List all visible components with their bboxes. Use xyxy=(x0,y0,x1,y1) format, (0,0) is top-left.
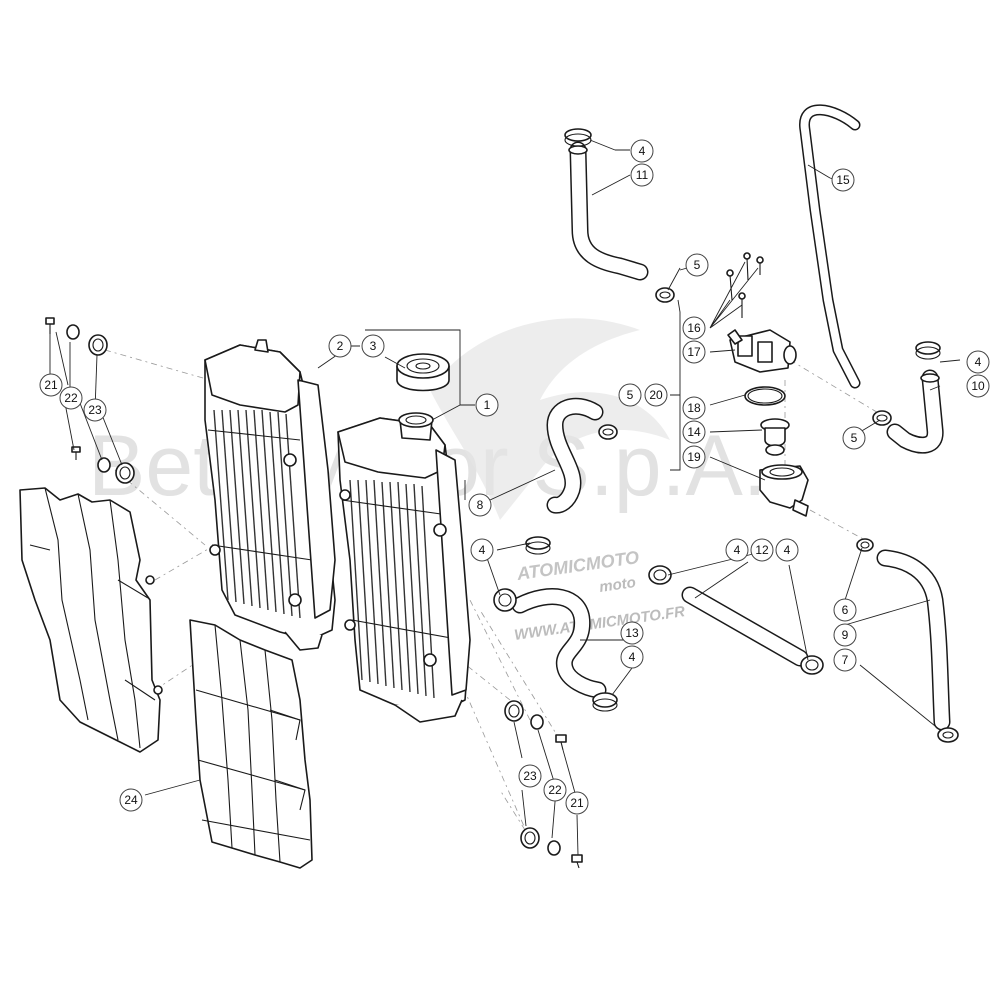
radiator-shroud-24 xyxy=(19,487,163,753)
svg-text:18: 18 xyxy=(687,401,701,415)
thermostat-14 xyxy=(760,418,790,456)
callout-9: 9 xyxy=(833,623,857,647)
svg-text:5: 5 xyxy=(851,431,858,445)
hose-8 xyxy=(546,397,604,514)
svg-text:2: 2 xyxy=(337,339,344,353)
callout-5: 5 xyxy=(685,253,709,277)
callouts: 1 2 3 4 4 4 4 4 4 5 5 5 6 7 8 9 10 11 12… xyxy=(39,139,990,815)
radiator-right-1 xyxy=(337,412,471,723)
callout-16: 16 xyxy=(682,316,706,340)
callout-21: 21 xyxy=(565,791,589,815)
svg-text:22: 22 xyxy=(548,783,562,797)
callout-14: 14 xyxy=(682,420,706,444)
svg-text:6: 6 xyxy=(842,603,849,617)
callout-20: 20 xyxy=(644,383,668,407)
callout-8: 8 xyxy=(468,493,492,517)
svg-text:5: 5 xyxy=(627,388,634,402)
fasteners-left-21-23 xyxy=(45,317,135,484)
svg-text:23: 23 xyxy=(523,769,537,783)
thermostat-housing-17 xyxy=(727,329,797,373)
svg-text:4: 4 xyxy=(734,543,741,557)
callout-7: 7 xyxy=(833,648,857,672)
callout-15: 15 xyxy=(831,168,855,192)
svg-text:17: 17 xyxy=(687,345,701,359)
small-clamps-5-6 xyxy=(598,287,892,552)
watermark-logo-subtext: moto xyxy=(598,574,637,596)
callout-18: 18 xyxy=(682,396,706,420)
callout-23: 23 xyxy=(83,398,107,422)
thermostat-cover-19 xyxy=(759,464,809,517)
callout-5: 5 xyxy=(842,426,866,450)
svg-text:24: 24 xyxy=(124,793,138,807)
breather-tube-15 xyxy=(799,104,861,389)
hose-11 xyxy=(568,141,649,281)
leader-lines xyxy=(49,139,961,856)
svg-text:1: 1 xyxy=(484,398,491,412)
callout-11: 11 xyxy=(630,163,654,187)
radiator-grille-24 xyxy=(189,619,313,869)
svg-text:21: 21 xyxy=(570,796,584,810)
callout-2: 2 xyxy=(328,334,352,358)
svg-text:12: 12 xyxy=(755,543,769,557)
callout-4: 4 xyxy=(620,645,644,669)
callout-22: 22 xyxy=(59,386,83,410)
callout-12: 12 xyxy=(750,538,774,562)
svg-text:15: 15 xyxy=(836,173,850,187)
svg-text:8: 8 xyxy=(477,498,484,512)
callout-19: 19 xyxy=(682,445,706,469)
callout-24: 24 xyxy=(119,788,143,812)
svg-text:3: 3 xyxy=(370,339,377,353)
svg-text:9: 9 xyxy=(842,628,849,642)
callout-4: 4 xyxy=(470,538,494,562)
callout-4: 4 xyxy=(966,350,990,374)
svg-text:23: 23 xyxy=(88,403,102,417)
radiator-cap-3 xyxy=(396,353,450,392)
assembly-lines xyxy=(104,349,891,841)
svg-text:5: 5 xyxy=(694,258,701,272)
callout-6: 6 xyxy=(833,598,857,622)
svg-text:4: 4 xyxy=(629,650,636,664)
svg-text:10: 10 xyxy=(971,379,985,393)
svg-text:21: 21 xyxy=(44,378,58,392)
callout-4: 4 xyxy=(630,139,654,163)
hose-12 xyxy=(681,586,809,667)
callout-3: 3 xyxy=(361,334,385,358)
hose-9 xyxy=(876,549,951,731)
svg-text:4: 4 xyxy=(639,144,646,158)
callout-1: 1 xyxy=(475,393,499,417)
svg-text:22: 22 xyxy=(64,391,78,405)
svg-text:19: 19 xyxy=(687,450,701,464)
radiator-left-fins xyxy=(213,409,301,619)
callout-21: 21 xyxy=(39,373,63,397)
svg-text:20: 20 xyxy=(649,388,663,402)
svg-text:4: 4 xyxy=(479,543,486,557)
callout-22: 22 xyxy=(543,778,567,802)
svg-text:4: 4 xyxy=(975,355,982,369)
svg-text:14: 14 xyxy=(687,425,701,439)
radiator-left-2 xyxy=(204,339,336,651)
callout-4: 4 xyxy=(775,538,799,562)
callout-17: 17 xyxy=(682,340,706,364)
watermark-site-text: WWW.ATOMICMOTO.FR xyxy=(513,603,686,644)
callout-10: 10 xyxy=(966,374,990,398)
svg-text:7: 7 xyxy=(842,653,849,667)
o-ring-18 xyxy=(744,386,786,406)
svg-text:13: 13 xyxy=(625,626,639,640)
hose-13 xyxy=(511,588,607,699)
hose-10 xyxy=(886,369,944,454)
callout-13: 13 xyxy=(620,621,644,645)
callout-5: 5 xyxy=(618,383,642,407)
callout-23: 23 xyxy=(518,764,542,788)
callout-4: 4 xyxy=(725,538,749,562)
fasteners-lower-21-23 xyxy=(504,700,583,869)
svg-text:11: 11 xyxy=(636,168,649,182)
svg-text:4: 4 xyxy=(784,543,791,557)
svg-text:16: 16 xyxy=(687,321,701,335)
